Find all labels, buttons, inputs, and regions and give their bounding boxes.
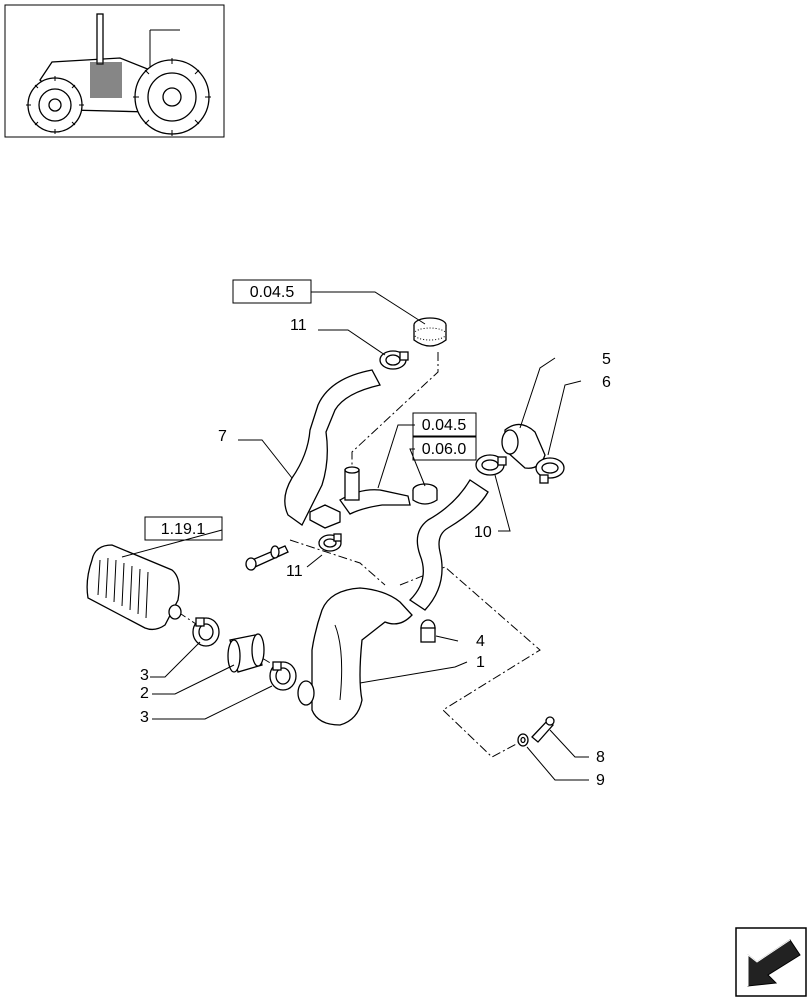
hose-clamp-10: [475, 454, 507, 476]
sleeve-2: [227, 633, 265, 673]
sensor-4: [420, 619, 436, 643]
ref-box-0-04-5-top[interactable]: 0.04.5: [232, 279, 312, 304]
callout-3-lower[interactable]: 3: [140, 709, 149, 726]
callout-8[interactable]: 8: [596, 749, 605, 766]
svg-text:0.04.5: 0.04.5: [422, 417, 467, 434]
washer-9: [517, 733, 529, 747]
hose-main: [408, 479, 489, 611]
callout-9[interactable]: 9: [596, 772, 605, 789]
callout-7[interactable]: 7: [218, 428, 227, 445]
fitting-left: [344, 466, 360, 501]
callout-3-upper[interactable]: 3: [140, 667, 149, 684]
bracket: [309, 504, 341, 529]
hose-7: [284, 369, 381, 526]
callout-5[interactable]: 5: [602, 351, 611, 368]
callout-10[interactable]: 10: [474, 524, 492, 541]
filler-cap: [413, 317, 447, 347]
hose-clamp-3-lower: [269, 661, 297, 691]
bolt-8: [531, 716, 555, 743]
svg-text:0.06.0: 0.06.0: [422, 441, 467, 458]
callout-1[interactable]: 1: [476, 654, 485, 671]
ref-box-1-19-1[interactable]: 1.19.1: [144, 516, 223, 541]
callout-11-lower[interactable]: 11: [286, 563, 303, 580]
bolt-left: [245, 545, 289, 571]
next-page-arrow-icon[interactable]: [735, 927, 807, 997]
leader-lines: [121, 291, 589, 781]
hose-clamp-3-upper: [192, 617, 220, 647]
tractor-thumbnail: [4, 4, 225, 138]
air-duct-1: [311, 587, 413, 726]
air-filter: [86, 544, 182, 631]
hose-clamp-11-lower: [318, 533, 342, 552]
callout-11-top[interactable]: 11: [290, 317, 307, 334]
callout-6[interactable]: 6: [602, 374, 611, 391]
ref-box-0-06-0[interactable]: 0.06.0: [412, 436, 477, 461]
svg-text:1.19.1: 1.19.1: [161, 521, 206, 538]
hose-clamp-11-top: [379, 350, 409, 370]
hose-clamp-6: [535, 457, 565, 484]
callout-4[interactable]: 4: [476, 633, 485, 650]
callout-2[interactable]: 2: [140, 685, 149, 702]
ref-box-0-04-5-middle[interactable]: 0.04.5: [412, 412, 477, 437]
fitting-right: [412, 483, 438, 505]
elbow-5: [501, 423, 546, 469]
svg-text:0.04.5: 0.04.5: [250, 284, 295, 301]
assembly-line-bolt: [289, 539, 386, 586]
